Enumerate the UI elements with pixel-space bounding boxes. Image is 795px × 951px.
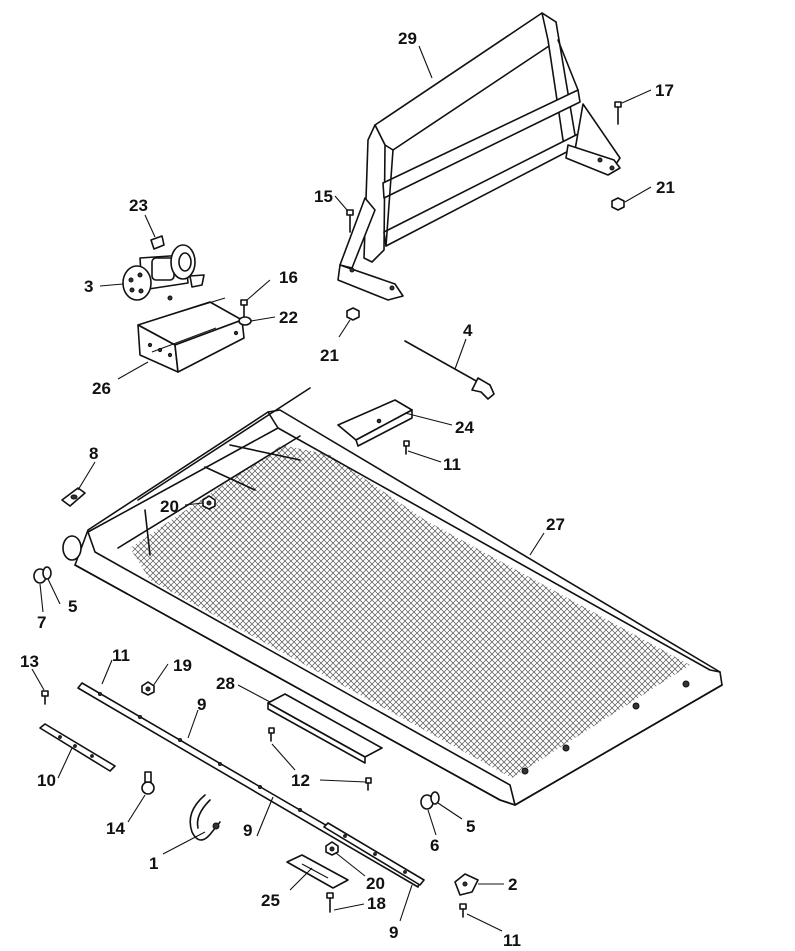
callout-26: 26 xyxy=(92,379,111,398)
callout-labels: 29 17 21 15 23 3 16 22 21 4 26 24 11 8 2… xyxy=(20,29,675,950)
callout-25: 25 xyxy=(261,891,280,910)
winch xyxy=(122,244,205,301)
washer-5-left xyxy=(42,566,52,580)
callout-3: 3 xyxy=(84,277,93,296)
callout-17: 17 xyxy=(655,81,674,100)
callout-2: 2 xyxy=(508,875,517,894)
clamp-2 xyxy=(454,873,479,896)
callout-10: 10 xyxy=(37,771,56,790)
strap-1 xyxy=(189,794,221,841)
callout-29: 29 xyxy=(398,29,417,48)
callout-12: 12 xyxy=(291,771,310,790)
callout-9-left: 9 xyxy=(197,695,206,714)
callout-28: 28 xyxy=(216,674,235,693)
callout-18: 18 xyxy=(367,894,386,913)
callout-16: 16 xyxy=(279,268,298,287)
callout-21-upper: 21 xyxy=(656,178,675,197)
bolt-18 xyxy=(326,892,334,913)
callout-27: 27 xyxy=(546,515,565,534)
ramp-deck xyxy=(62,387,723,806)
nut-21-upper xyxy=(611,197,625,211)
callout-4: 4 xyxy=(463,321,473,340)
callout-11-upper: 11 xyxy=(443,455,461,474)
callout-24: 24 xyxy=(455,418,474,437)
plate-25 xyxy=(286,854,349,889)
washer-5-right xyxy=(430,791,440,805)
bracket-24 xyxy=(337,399,413,447)
callout-11-mid: 11 xyxy=(112,646,130,665)
callout-9-mid: 9 xyxy=(243,821,252,840)
leader-lines xyxy=(31,45,652,932)
callout-8: 8 xyxy=(89,444,98,463)
nut-20-upper xyxy=(202,495,216,510)
strip-9-lower xyxy=(323,822,425,886)
callout-19: 19 xyxy=(173,656,192,675)
callout-21-lower: 21 xyxy=(320,346,339,365)
callout-9-lower: 9 xyxy=(389,923,398,942)
cable-hook xyxy=(404,340,495,400)
trough-28 xyxy=(267,693,383,764)
callout-23: 23 xyxy=(129,196,148,215)
nut-20-lower xyxy=(325,841,339,856)
callout-5-right: 5 xyxy=(466,817,475,836)
callout-20-lower: 20 xyxy=(366,874,385,893)
strap-23 xyxy=(150,235,165,250)
bolt-16 xyxy=(238,299,252,326)
callout-1: 1 xyxy=(149,854,158,873)
bolt-13 xyxy=(41,690,49,705)
winch-mount xyxy=(137,297,245,373)
callout-11-lower: 11 xyxy=(503,931,521,950)
bolt-11-upper xyxy=(403,440,410,455)
callout-15: 15 xyxy=(314,187,333,206)
bolt-14 xyxy=(141,771,155,795)
callout-14: 14 xyxy=(106,819,125,838)
bolt-11-lower xyxy=(459,903,467,918)
bolt-12-upper xyxy=(268,727,275,742)
nut-19 xyxy=(141,681,155,696)
strip-10 xyxy=(39,723,116,772)
callout-22: 22 xyxy=(279,308,298,327)
callout-5-left: 5 xyxy=(68,597,77,616)
callout-13: 13 xyxy=(20,652,39,671)
headache-rack xyxy=(337,12,621,301)
bolt-12-lower xyxy=(365,777,372,791)
callout-20-upper: 20 xyxy=(160,497,179,516)
bolt-15 xyxy=(346,209,354,233)
callout-6: 6 xyxy=(430,836,439,855)
plug-8 xyxy=(61,487,86,507)
callout-7: 7 xyxy=(37,613,46,632)
nut-21-lower xyxy=(346,307,360,321)
bolt-17 xyxy=(614,101,622,125)
